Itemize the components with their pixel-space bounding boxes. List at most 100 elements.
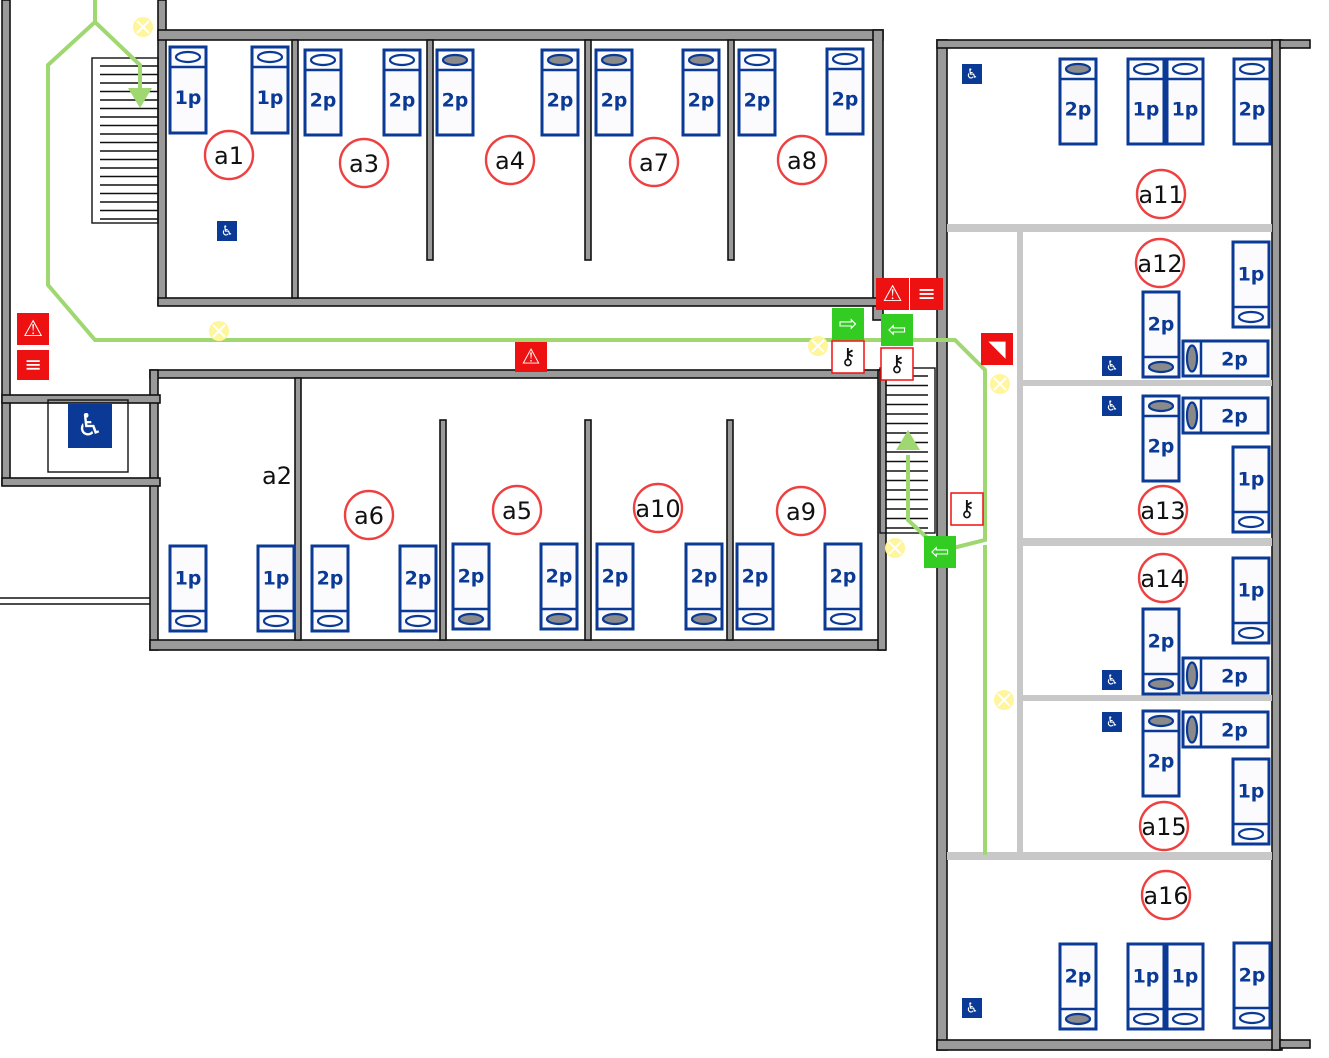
bed[interactable]: 2p: [737, 48, 777, 137]
bed[interactable]: 2p: [823, 542, 863, 631]
bed[interactable]: 2p: [681, 48, 721, 137]
pillow: [1238, 1011, 1266, 1025]
bed-frame: [1141, 290, 1181, 379]
bed[interactable]: 2p: [594, 48, 634, 137]
bed-frame: [1181, 339, 1270, 378]
bed[interactable]: 2p: [435, 48, 475, 137]
pillow: [388, 53, 416, 67]
bed-capacity-label: 2p: [744, 90, 771, 112]
bed[interactable]: 1p: [1126, 57, 1166, 146]
bed-capacity-label: 1p: [175, 568, 202, 590]
bed[interactable]: 2p: [1141, 607, 1181, 696]
bed[interactable]: 2p: [1181, 339, 1270, 378]
room-marker: [1137, 484, 1189, 536]
bed-capacity-label: 2p: [1148, 436, 1175, 458]
svg-text:⚷: ⚷: [840, 344, 856, 370]
pillow: [546, 53, 574, 67]
bed[interactable]: 1p: [1165, 57, 1205, 146]
room-label: a12: [1137, 250, 1182, 278]
bed-capacity-label: 1p: [257, 87, 284, 109]
bed[interactable]: 2p: [1181, 656, 1270, 695]
svg-text:♿: ♿: [966, 1000, 979, 1016]
bed[interactable]: 1p: [168, 45, 208, 135]
room-marker: [484, 134, 536, 186]
pillow: [1147, 360, 1175, 374]
bed[interactable]: 2p: [1141, 709, 1181, 798]
bed[interactable]: 1p: [1231, 556, 1271, 645]
bed[interactable]: 2p: [1058, 942, 1098, 1031]
bed[interactable]: 2p: [540, 48, 580, 137]
bed-frame: [451, 542, 491, 631]
bed-frame: [539, 542, 579, 631]
fire-hose-icon: ≡: [17, 350, 49, 380]
bed[interactable]: 2p: [451, 542, 491, 631]
bed[interactable]: 1p: [1165, 942, 1205, 1031]
pillow: [1147, 714, 1175, 728]
bed-capacity-label: 2p: [1221, 666, 1248, 688]
bed[interactable]: 2p: [684, 542, 724, 631]
bed[interactable]: 2p: [539, 542, 579, 631]
bed[interactable]: 2p: [1181, 396, 1270, 435]
svg-text:♿: ♿: [966, 66, 979, 82]
bed-capacity-label: 2p: [1239, 99, 1266, 121]
bed[interactable]: 2p: [1181, 710, 1270, 749]
bed[interactable]: 1p: [250, 45, 290, 135]
bed-capacity-label: 2p: [1221, 406, 1248, 428]
bed[interactable]: 2p: [310, 544, 350, 633]
bed-capacity-label: 2p: [1065, 966, 1092, 988]
bed-capacity-label: 2p: [458, 566, 485, 588]
bed[interactable]: 2p: [735, 542, 775, 631]
svg-text:⇦: ⇦: [888, 317, 907, 343]
bed-capacity-label: 2p: [1221, 720, 1248, 742]
bed[interactable]: 2p: [1058, 57, 1098, 146]
room-marker: [776, 134, 828, 186]
bed[interactable]: 1p: [168, 544, 208, 633]
bed[interactable]: 2p: [1141, 290, 1181, 379]
bed[interactable]: 1p: [256, 544, 296, 633]
bed[interactable]: 1p: [1126, 942, 1166, 1031]
pillow: [743, 53, 771, 67]
bed-capacity-label: 1p: [1172, 966, 1199, 988]
emergency-exit-icon: ⇨: [832, 308, 864, 340]
fire-extinguisher-icon: ⚠: [17, 313, 49, 345]
bed[interactable]: 1p: [1231, 445, 1271, 534]
bed-capacity-label: 2p: [317, 568, 344, 590]
bed[interactable]: 2p: [398, 544, 438, 633]
bed[interactable]: 2p: [382, 48, 422, 137]
bed[interactable]: 2p: [595, 542, 635, 631]
bed-capacity-label: 2p: [602, 566, 629, 588]
bed[interactable]: 2p: [1232, 941, 1272, 1030]
bed[interactable]: 2p: [1232, 57, 1272, 146]
room-marker: [1140, 869, 1192, 921]
wheelchair-icon: ♿: [217, 221, 237, 241]
emergency-light-icon: [994, 690, 1014, 710]
pillow: [690, 612, 718, 626]
bed[interactable]: 1p: [1231, 757, 1271, 846]
accessible-lift-icon: ♿: [68, 404, 112, 448]
svg-text:♿: ♿: [221, 223, 234, 239]
bed[interactable]: 2p: [1141, 394, 1181, 483]
bed-capacity-label: 2p: [691, 566, 718, 588]
bed[interactable]: 1p: [1231, 240, 1271, 329]
key-box-icon: ⚷: [831, 340, 865, 374]
bed[interactable]: 2p: [303, 48, 343, 137]
bed[interactable]: 2p: [825, 47, 865, 136]
